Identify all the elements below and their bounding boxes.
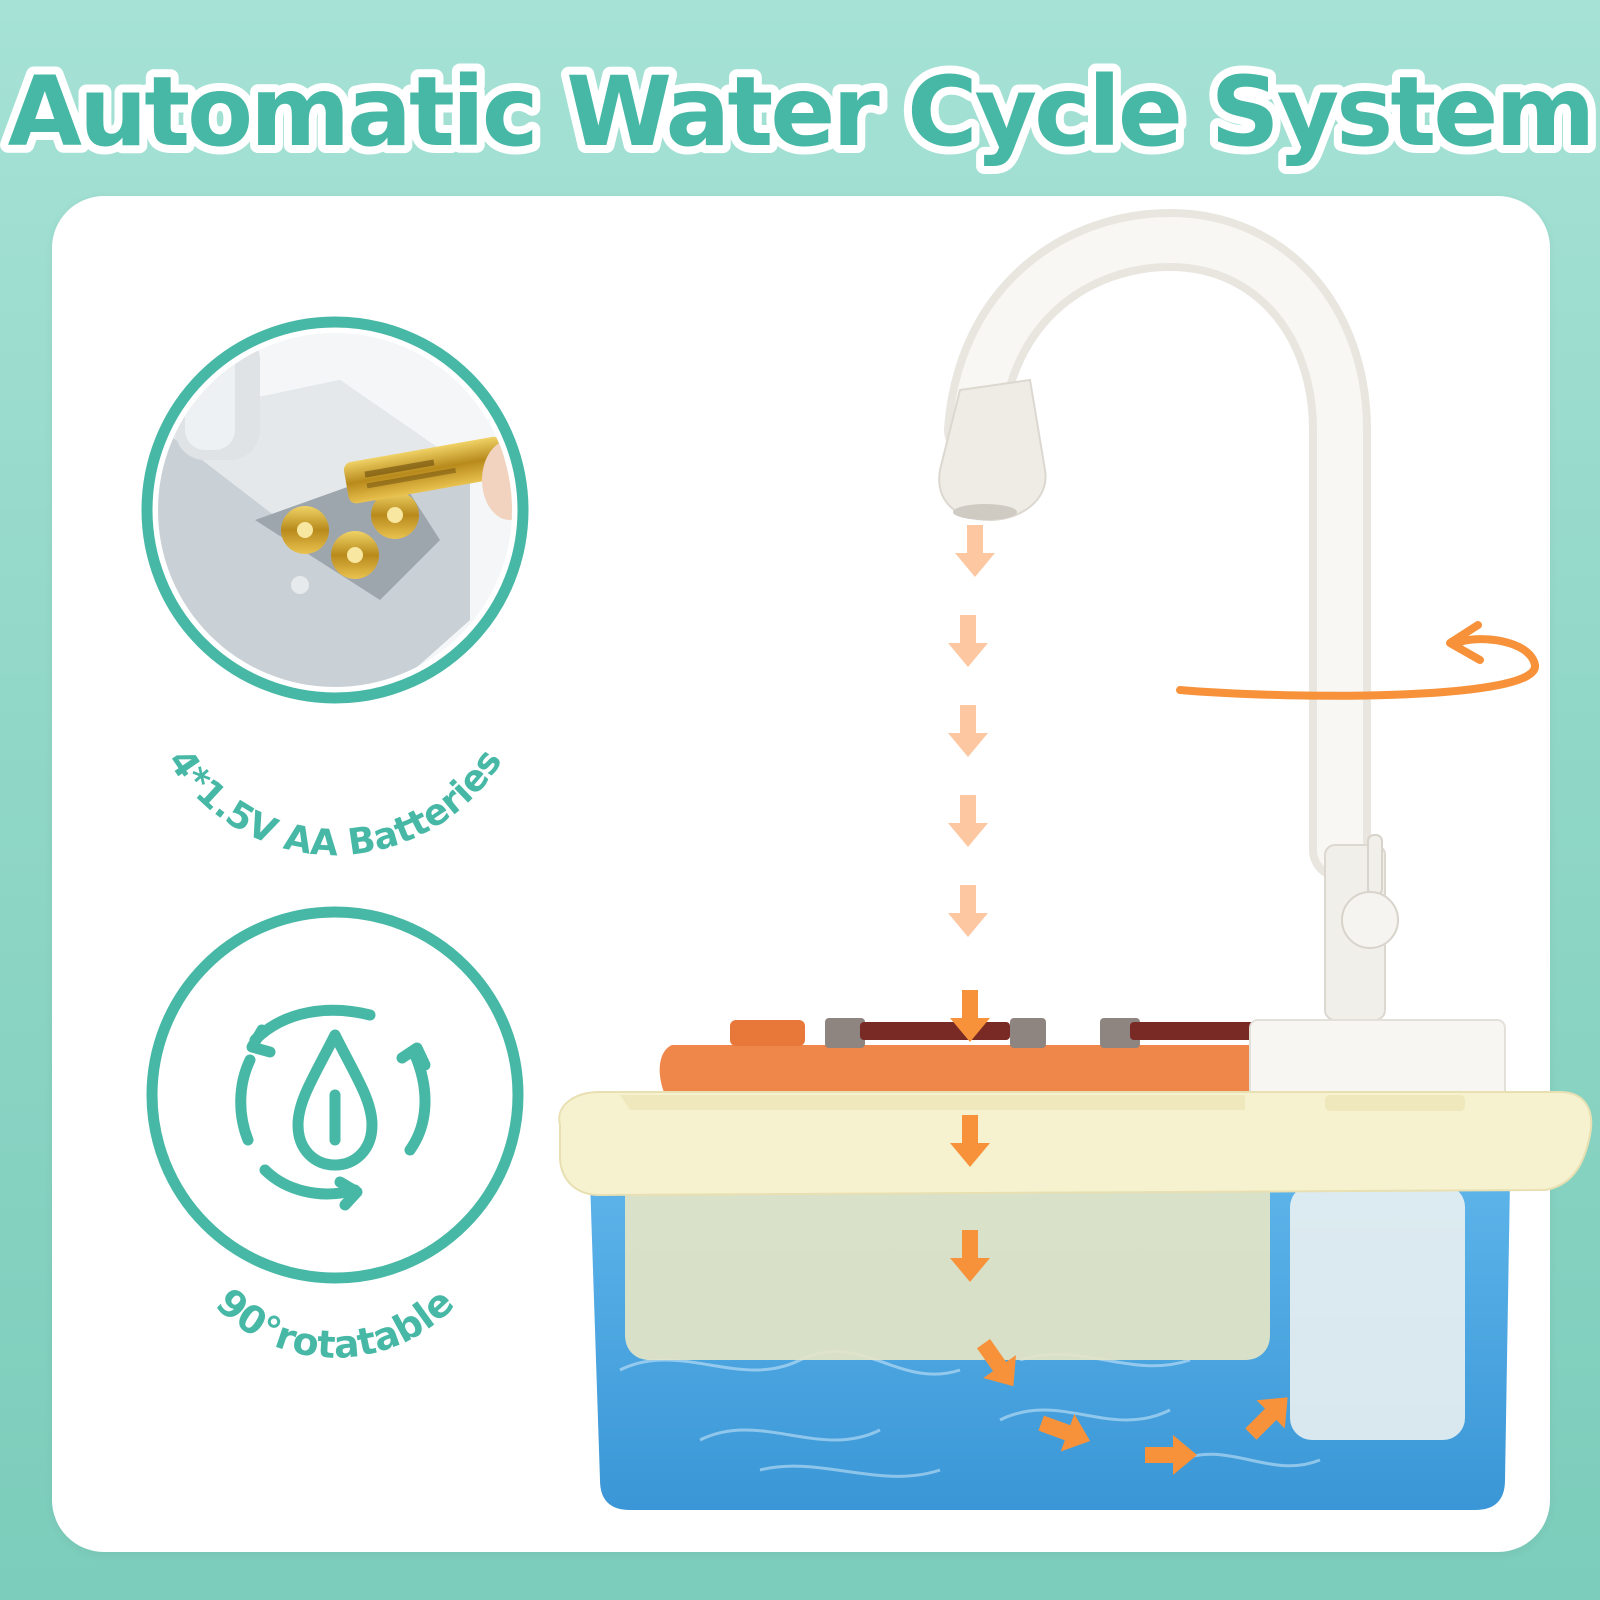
water-drop-cycle-icon <box>235 1004 431 1211</box>
sink-illustration <box>558 208 1593 1510</box>
flow-arrows-falling <box>948 525 995 937</box>
svg-text:4*1.5V AA Batteries: 4*1.5V AA Batteries <box>160 742 511 865</box>
rotatable-feature-ring <box>146 906 524 1284</box>
faucet-handle <box>1367 834 1383 896</box>
battery-feature-ring <box>141 316 529 704</box>
water-tank <box>1290 1185 1465 1440</box>
sink-rim <box>558 1091 1593 1197</box>
rotatable-feature: 90°rotatable 90°rotatable <box>146 906 524 1370</box>
svg-text:90°rotatable: 90°rotatable <box>208 1280 462 1367</box>
headline-banner: Automatic Water Cycle System Automatic W… <box>0 40 1600 180</box>
rotatable-label: 90°rotatable <box>208 1280 462 1367</box>
battery-compartment-icon <box>158 333 512 687</box>
stove-top <box>659 1045 1260 1095</box>
battery-label: 4*1.5V AA Batteries <box>160 742 511 865</box>
headline-svg: Automatic Water Cycle System Automatic W… <box>0 48 1600 176</box>
rotation-arrow <box>1176 635 1539 700</box>
headline-text: Automatic Water Cycle System <box>8 56 1593 168</box>
headline-text-outline: Automatic Water Cycle System <box>8 56 1593 168</box>
flow-arrows-draining <box>950 990 1288 1475</box>
battery-feature: 4*1.5V AA Batteries 4*1.5V AA Batteries <box>141 316 529 867</box>
sink-bowl <box>625 1180 1270 1360</box>
faucet-head <box>938 378 1047 522</box>
